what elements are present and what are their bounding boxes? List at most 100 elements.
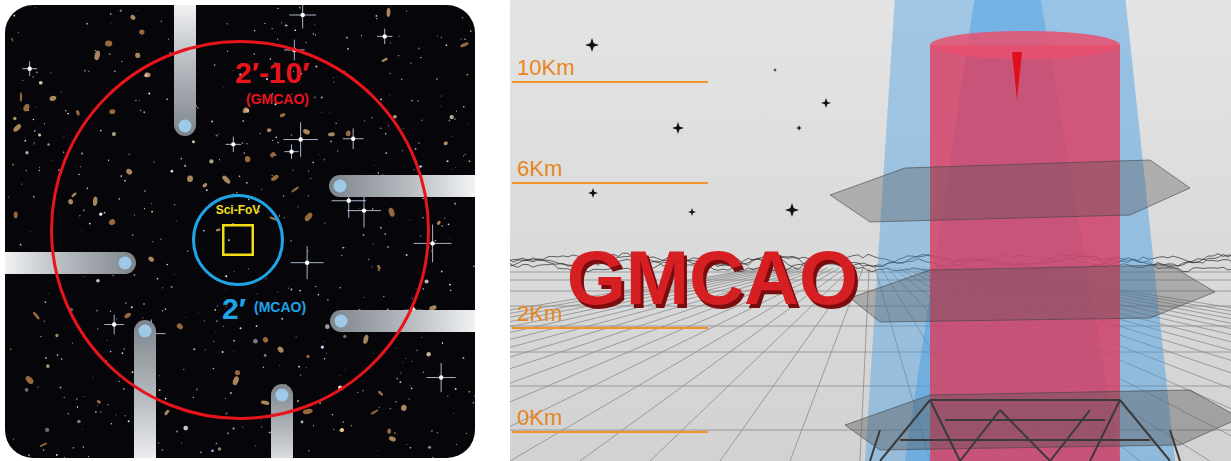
star — [292, 170, 293, 171]
star — [314, 24, 316, 26]
star — [148, 93, 150, 95]
galaxy — [14, 211, 18, 218]
star — [312, 161, 314, 163]
star — [21, 183, 22, 184]
star-core — [231, 142, 235, 146]
altitude-line — [512, 431, 708, 433]
star — [165, 308, 167, 310]
sky-field — [5, 5, 475, 458]
star — [410, 385, 411, 386]
star — [440, 105, 442, 107]
star — [162, 287, 163, 288]
star — [29, 454, 30, 455]
star — [175, 220, 177, 222]
star — [426, 352, 430, 356]
star — [134, 214, 135, 215]
moon-crescent — [620, 100, 650, 160]
star — [464, 38, 465, 39]
star — [417, 100, 418, 101]
star — [83, 396, 84, 397]
star — [89, 223, 91, 225]
truss-beam — [930, 399, 1120, 401]
galaxy — [138, 29, 145, 36]
star — [347, 48, 349, 50]
star — [171, 170, 173, 172]
star — [321, 111, 323, 113]
star — [128, 153, 130, 155]
star — [246, 143, 247, 144]
star — [198, 312, 200, 314]
star — [26, 170, 27, 171]
star — [214, 64, 216, 66]
star — [285, 24, 287, 26]
field-size: 2′ — [222, 292, 246, 325]
star — [271, 28, 272, 29]
star — [233, 351, 235, 353]
star-core — [27, 67, 31, 71]
star — [22, 80, 23, 81]
galaxy — [400, 404, 407, 411]
star — [46, 364, 50, 368]
star — [24, 140, 26, 142]
star — [248, 268, 249, 269]
star — [226, 412, 228, 414]
sparkle-star — [821, 98, 831, 108]
star — [296, 336, 297, 337]
star — [215, 331, 217, 333]
star — [415, 148, 417, 150]
star — [122, 352, 124, 354]
star — [469, 391, 471, 393]
star — [96, 279, 100, 283]
star — [110, 310, 111, 311]
star — [132, 371, 134, 373]
star — [143, 111, 145, 113]
star — [60, 387, 62, 389]
star — [344, 369, 346, 371]
star — [466, 433, 467, 434]
star — [135, 100, 136, 101]
star — [277, 291, 279, 293]
star — [180, 158, 182, 160]
star — [72, 342, 73, 343]
star — [197, 107, 199, 109]
sparkle-star — [688, 208, 696, 216]
star — [454, 203, 456, 205]
galaxy — [108, 218, 116, 226]
star — [20, 244, 22, 246]
star — [137, 9, 139, 11]
star — [294, 29, 296, 31]
star — [213, 341, 214, 342]
star — [326, 352, 328, 354]
star — [65, 110, 66, 111]
galaxy — [328, 132, 335, 136]
bright-star — [377, 29, 392, 44]
star — [50, 159, 52, 161]
star — [449, 284, 451, 286]
star — [453, 412, 455, 414]
star — [346, 37, 348, 39]
star — [78, 174, 79, 175]
star — [211, 120, 213, 122]
star — [464, 154, 465, 155]
star — [315, 286, 317, 288]
star — [329, 111, 331, 113]
star — [11, 38, 12, 39]
star — [193, 348, 195, 350]
galaxy — [244, 155, 250, 162]
star — [34, 141, 36, 143]
star — [398, 36, 399, 37]
probe-arms — [5, 5, 475, 458]
star — [423, 372, 424, 373]
star — [463, 106, 465, 108]
star — [92, 377, 94, 379]
star — [410, 447, 412, 449]
star — [223, 326, 224, 327]
star — [216, 135, 218, 137]
star — [361, 35, 362, 36]
atmosphere-scene — [510, 0, 1231, 461]
altitude-line — [512, 327, 708, 329]
star — [44, 123, 45, 124]
cylinder-top — [930, 31, 1120, 59]
star — [306, 367, 307, 368]
star — [240, 327, 242, 329]
